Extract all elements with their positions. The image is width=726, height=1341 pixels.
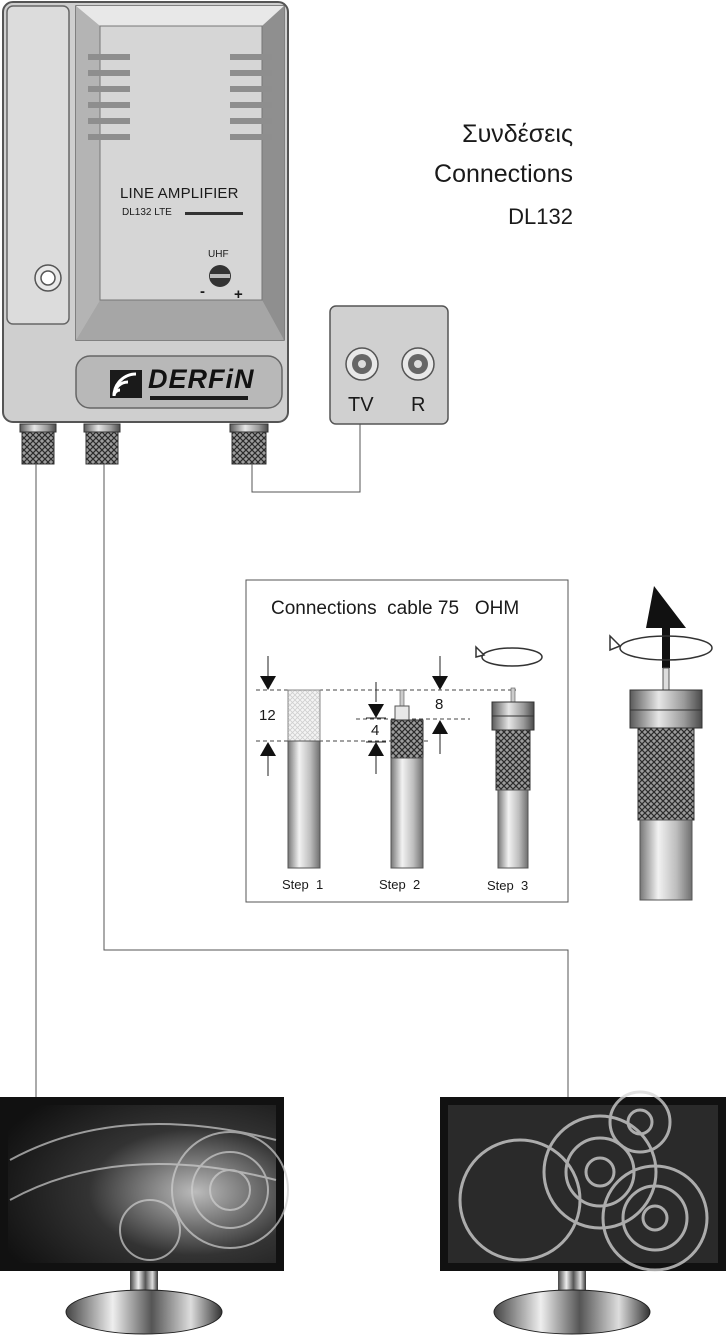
step-1-label: Step 1 (282, 877, 324, 892)
cables (35, 424, 569, 1097)
dimension-8: 8 (435, 696, 444, 713)
socket-label-r: R (411, 394, 426, 416)
line-amplifier (2, 1, 289, 423)
connector-closeup (609, 586, 713, 901)
step-3-connector (432, 656, 535, 869)
step-2-cable (366, 682, 424, 869)
step-2-label: Step 2 (379, 877, 421, 892)
minus-label: - (200, 283, 205, 300)
amplifier-label: LINE AMPLIFIER (120, 185, 239, 202)
wall-socket (329, 305, 449, 425)
socket-label-tv: TV (348, 394, 374, 416)
wifi-signal-logo (110, 370, 142, 398)
mounting-screw-icon (34, 264, 62, 292)
step-1-cable (260, 656, 321, 869)
cable-panel-title: Connections cable 75 OHM (271, 598, 520, 619)
amplifier-output-connector-1 (83, 423, 121, 465)
ventilation-slots (88, 54, 272, 140)
title-greek: Συνδέσεις (462, 120, 573, 148)
dimension-4: 4 (371, 722, 380, 739)
uhf-gain-knob-icon (209, 265, 231, 287)
title-model: DL132 (508, 204, 573, 229)
step-3-label: Step 3 (487, 878, 529, 893)
cable-instructions-panel (245, 579, 569, 903)
rotate-arrow-icon (475, 645, 543, 667)
up-arrow-icon (646, 586, 686, 668)
title-english: Connections (434, 160, 573, 188)
tv-2 (440, 1090, 726, 1335)
plus-label: + (234, 286, 243, 303)
dimension-12: 12 (259, 707, 276, 724)
amplifier-model: DL132 LTE (122, 207, 172, 218)
amplifier-input-connector (19, 423, 57, 465)
brand-name: DERFiN (148, 364, 255, 394)
tv-1 (0, 1097, 289, 1335)
amplifier-output-connector-2 (229, 423, 269, 465)
rotate-arrow-large-icon (609, 634, 713, 661)
uhf-label: UHF (208, 249, 229, 260)
